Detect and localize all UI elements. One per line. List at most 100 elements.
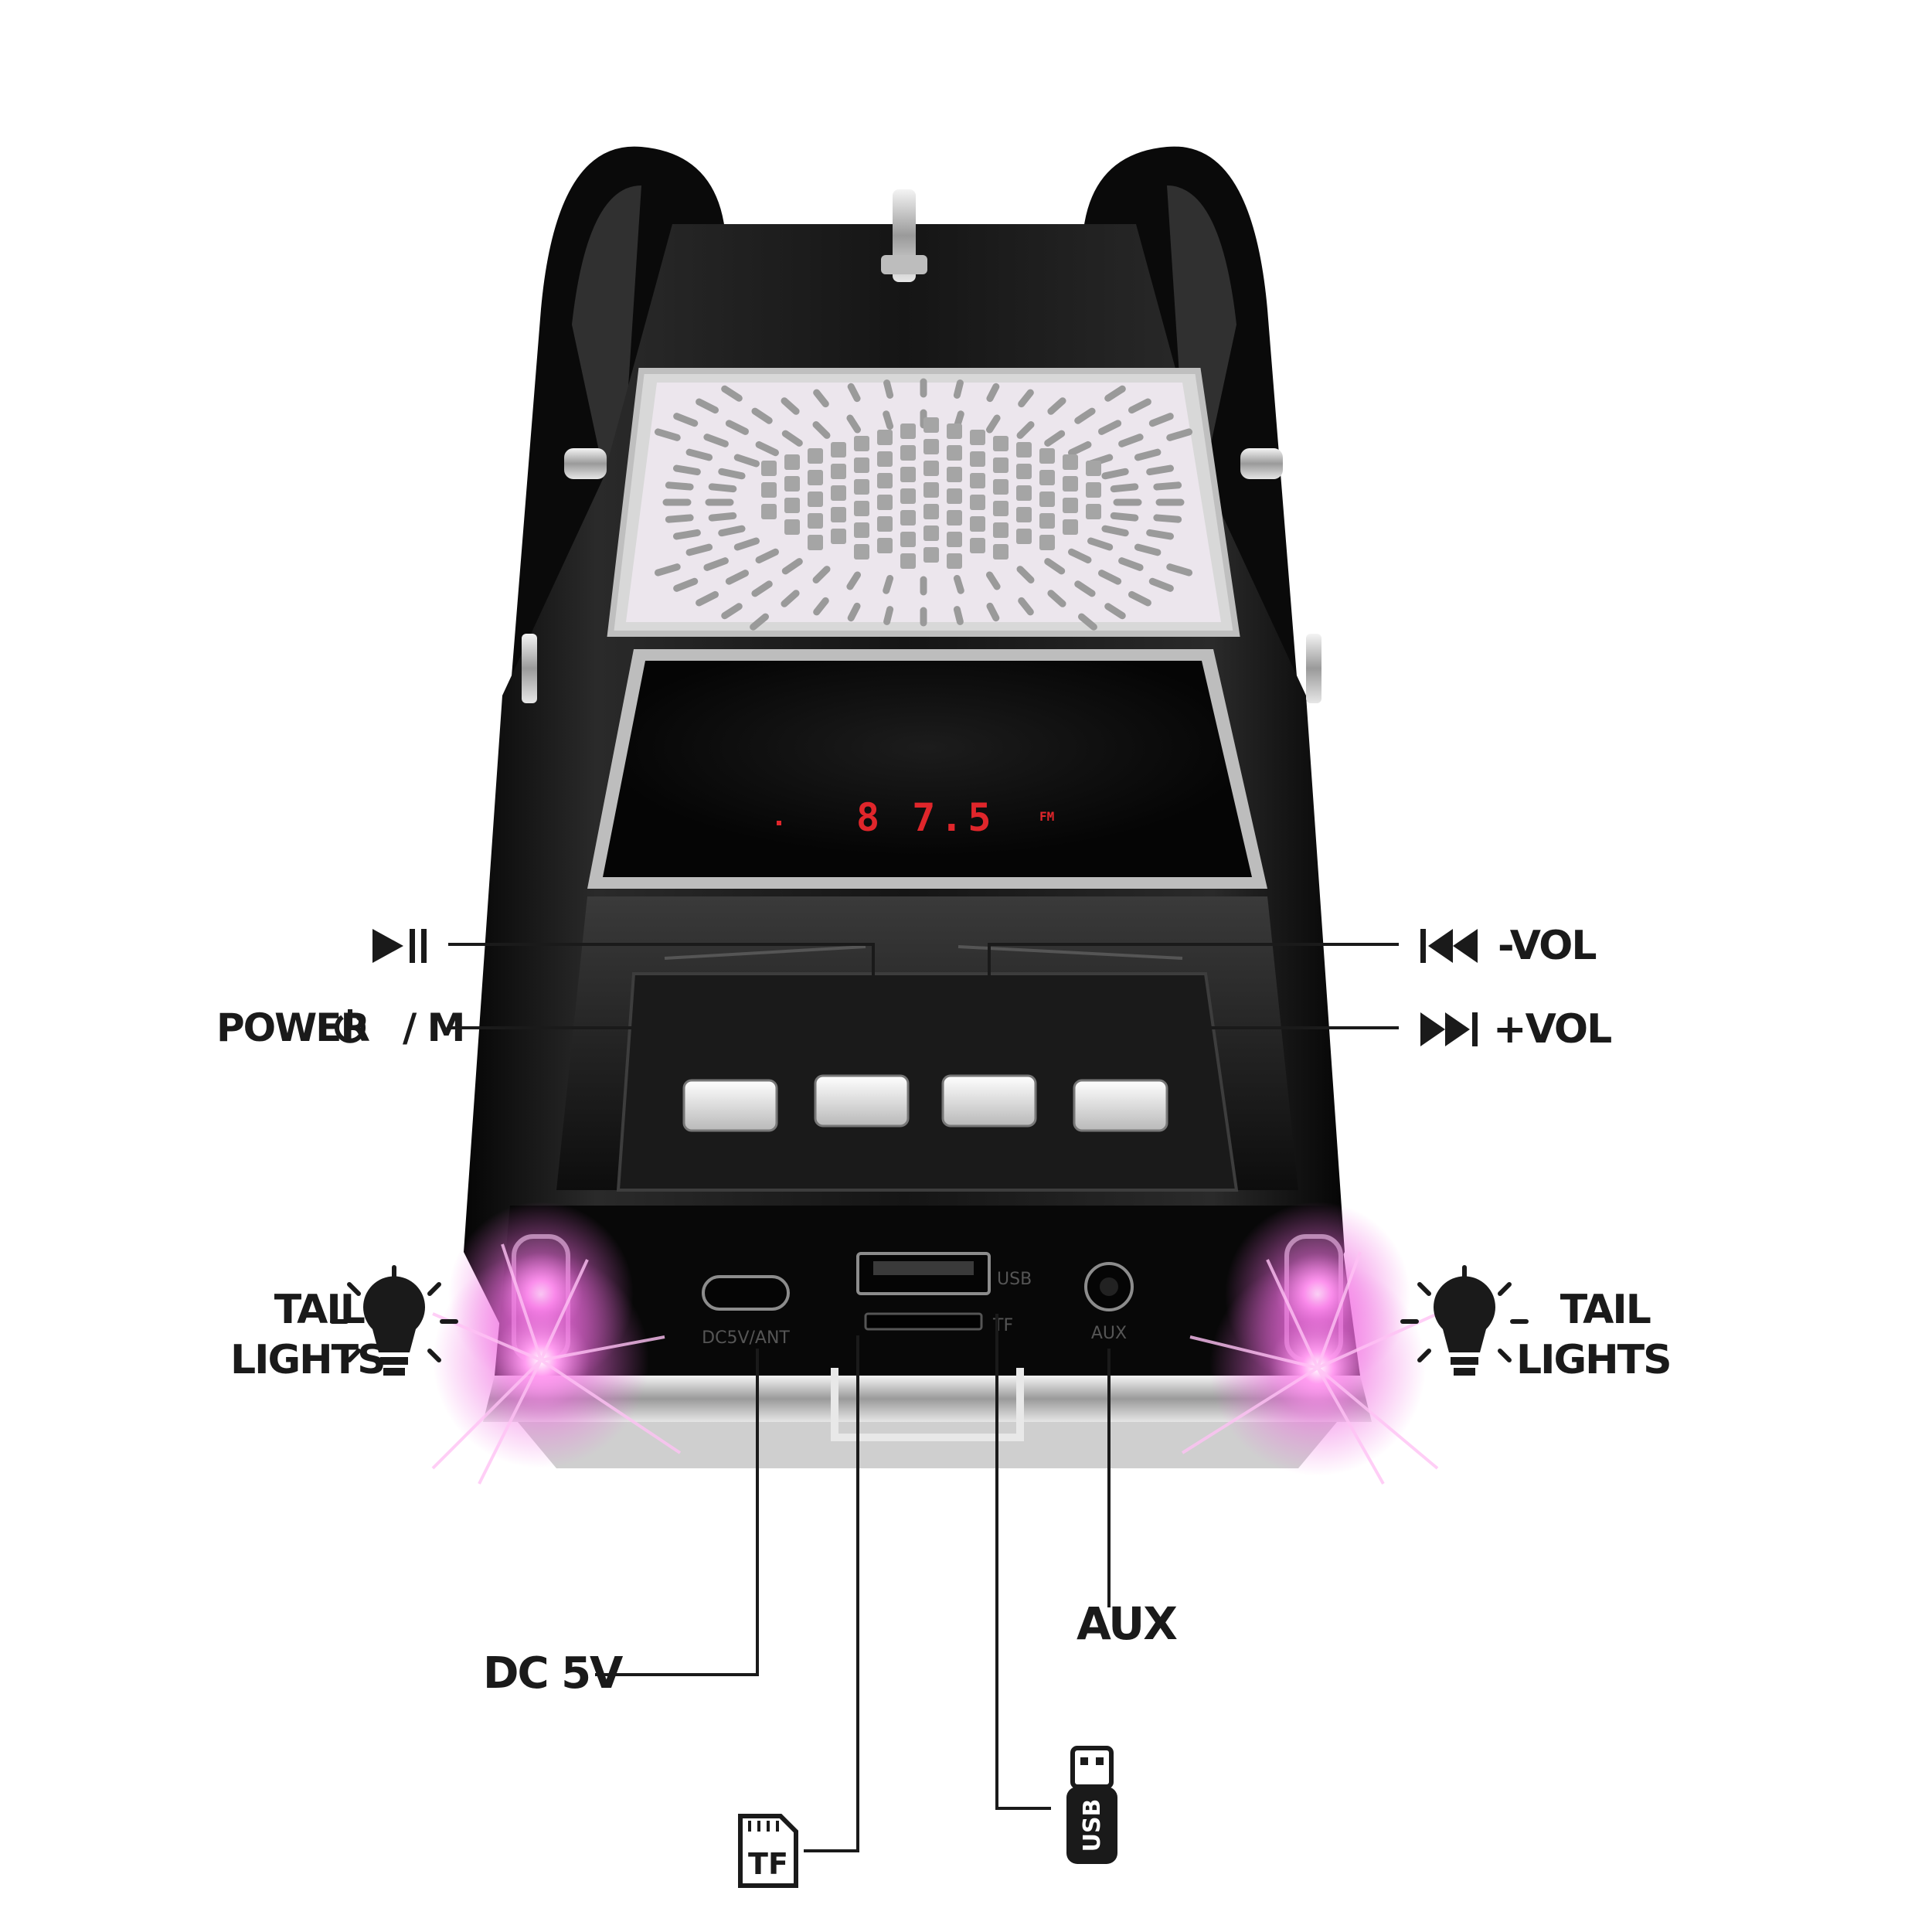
- grille-dash: [1018, 389, 1034, 408]
- grille-slot: [900, 510, 916, 526]
- grille-slot: [993, 436, 1009, 451]
- grille-dash: [672, 464, 701, 476]
- grille-dash: [703, 557, 729, 571]
- rear-bumper: [483, 1376, 1372, 1422]
- grille-slot: [947, 553, 962, 569]
- aux-jack: AUX: [1084, 1262, 1134, 1343]
- grille-dash: [1016, 566, 1035, 583]
- grille-slot: [900, 423, 916, 439]
- play-pause-button[interactable]: [814, 1074, 910, 1128]
- grille-slot: [923, 417, 939, 433]
- grille-slot: [1086, 461, 1101, 476]
- grille-dash: [1068, 548, 1092, 564]
- grille-slot: [854, 436, 869, 451]
- grille-slot: [900, 467, 916, 482]
- label-power-mode: POWER/ M: [216, 1009, 465, 1047]
- grille-slot: [970, 516, 985, 532]
- grille-slot: [993, 544, 1009, 560]
- grille-dash: [696, 398, 719, 414]
- prev-vol-down-button[interactable]: [941, 1074, 1037, 1128]
- grille-dash: [685, 448, 713, 461]
- grille-dash: [1074, 407, 1096, 424]
- grille-slot: [808, 535, 823, 550]
- grille-dash: [673, 413, 699, 427]
- grille-slot: [784, 498, 800, 513]
- grille-slot: [947, 488, 962, 504]
- prev-vol-leader: [988, 943, 1399, 1059]
- label-power-text: POWER: [216, 1005, 370, 1050]
- usb-a-port: USB: [856, 1252, 1032, 1295]
- callout-lines: [448, 943, 1399, 1852]
- grille-slot: [808, 448, 823, 464]
- svg-text:USB: USB: [997, 1270, 1032, 1289]
- grille-slot: [1039, 535, 1055, 550]
- grille-dash: [781, 558, 803, 575]
- grille-dash: [1166, 428, 1193, 441]
- grille-slot: [947, 423, 962, 439]
- grille-dash: [654, 428, 681, 441]
- svg-text:USB: USB: [1079, 1799, 1106, 1852]
- grille-slot: [1039, 513, 1055, 529]
- grille-dash: [1166, 563, 1193, 577]
- grille-dash: [1134, 543, 1162, 556]
- grille-slot: [947, 445, 962, 461]
- grille-dash: [1118, 557, 1144, 571]
- grille-dash: [1047, 397, 1066, 415]
- label-vol-down: -VOL: [1498, 923, 1597, 969]
- grille-dash: [733, 454, 760, 468]
- grille-slot: [993, 457, 1009, 473]
- grille-slot: [947, 510, 962, 526]
- grille-dash: [846, 571, 861, 590]
- grille-slot: [761, 504, 777, 519]
- grille-slot: [877, 495, 893, 510]
- grille-dash: [665, 514, 694, 523]
- next-vol-leader: [1119, 1026, 1399, 1063]
- svg-text:TF: TF: [748, 1847, 788, 1881]
- grille-slot: [784, 476, 800, 492]
- grille-dash: [953, 606, 964, 625]
- grille-dash: [846, 414, 861, 434]
- grille-slot: [1063, 454, 1078, 470]
- grille-slot: [831, 442, 846, 457]
- play-pause-leader: [448, 943, 875, 1059]
- grille-dash: [1128, 590, 1151, 607]
- grille-dash: [986, 414, 1001, 434]
- grille-dash: [718, 468, 746, 480]
- grille-dash: [1101, 525, 1129, 537]
- mode-button[interactable]: [682, 1079, 778, 1132]
- grille-dash: [847, 602, 861, 622]
- grille-slot: [900, 445, 916, 461]
- grille-dash: [781, 430, 803, 447]
- prev-track-icon: [1420, 929, 1478, 963]
- label-mode-text: / M: [402, 1005, 465, 1050]
- grille-slot: [877, 473, 893, 488]
- grille-oval-slots: [761, 417, 1101, 569]
- grille-dash: [883, 379, 894, 399]
- grille-dash: [883, 606, 894, 625]
- grille-dash: [813, 389, 829, 408]
- grille-dash: [1044, 558, 1066, 575]
- svg-text:AUX: AUX: [1091, 1324, 1127, 1343]
- grille-slot: [993, 501, 1009, 516]
- grille-dash: [1087, 537, 1114, 551]
- grille-dash: [986, 571, 1001, 590]
- grille-dash: [750, 613, 769, 631]
- right-tail-light: [1181, 1202, 1439, 1485]
- grille-dash: [673, 577, 699, 592]
- usb-drive-icon: USB: [1066, 1746, 1117, 1864]
- grille-dash: [755, 440, 779, 457]
- lights-word: LIGHTS: [230, 1337, 386, 1383]
- grille-dash: [721, 385, 743, 402]
- grille-dash: [1110, 483, 1139, 493]
- next-vol-up-button[interactable]: [1073, 1079, 1168, 1132]
- grille-dash: [1016, 421, 1035, 439]
- grille-slot: [923, 504, 939, 519]
- grille-dash: [1074, 580, 1096, 597]
- grille-slot: [1016, 485, 1032, 501]
- grille-pattern: [654, 378, 1193, 631]
- grille-slot: [923, 482, 939, 498]
- grille-dash: [696, 590, 719, 607]
- grille-slot: [1086, 482, 1101, 498]
- play-pause-icon: [372, 929, 427, 963]
